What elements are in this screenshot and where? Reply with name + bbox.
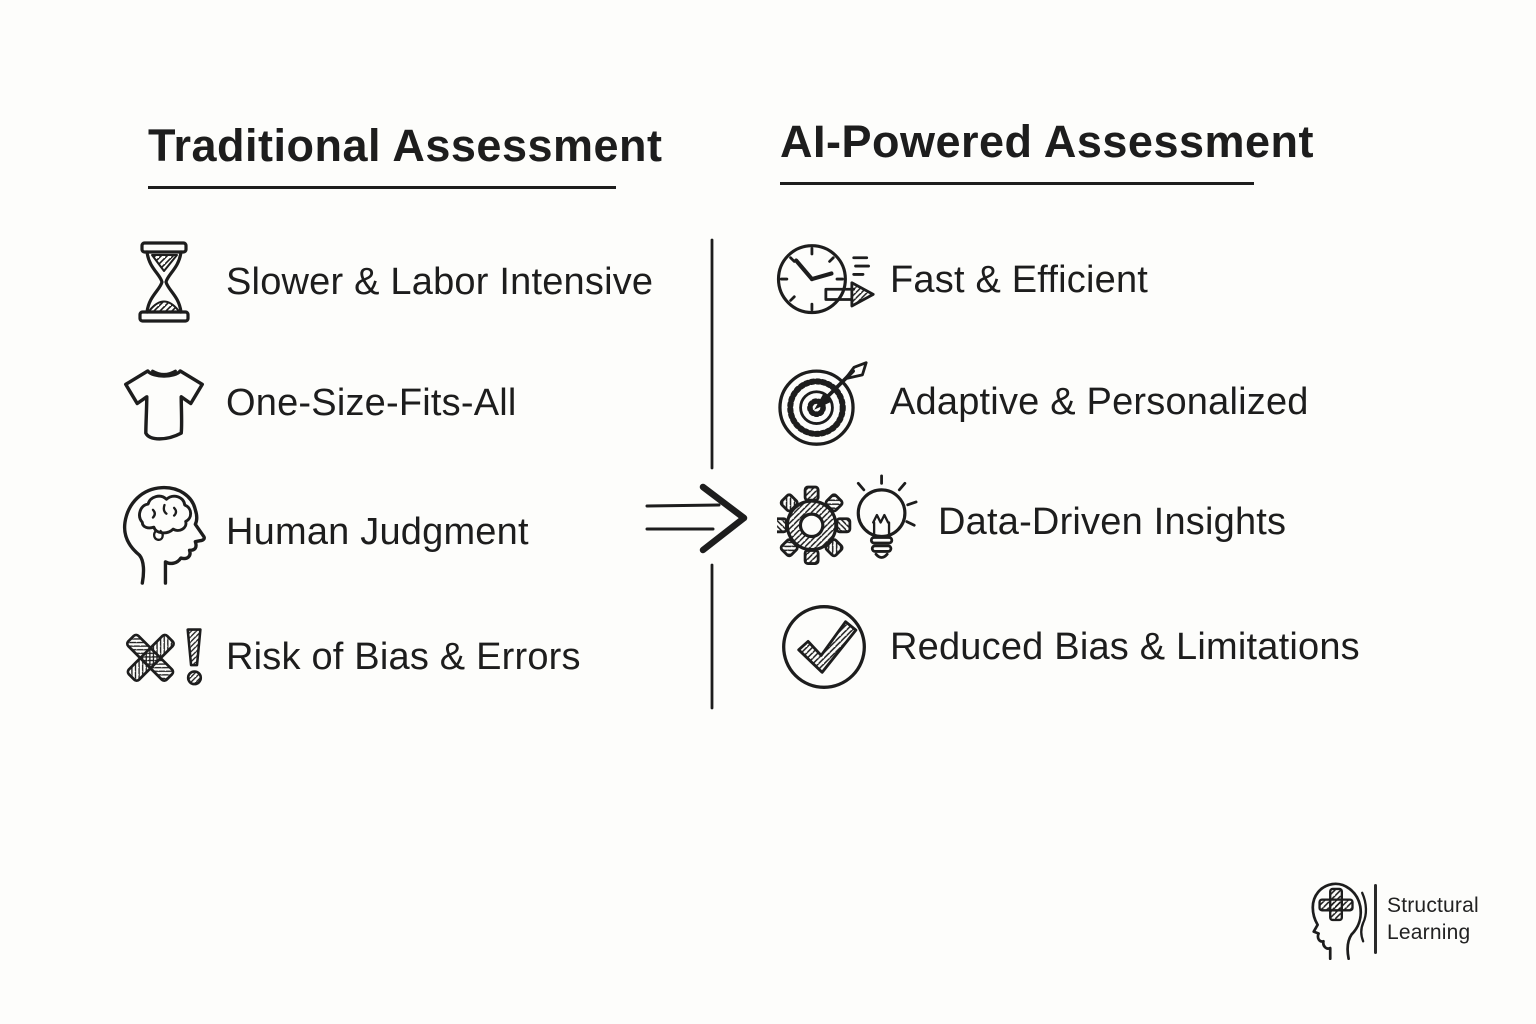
list-item-label: Human Judgment	[226, 510, 529, 553]
logo-line-1: Structural	[1387, 893, 1479, 917]
list-item-label: Risk of Bias & Errors	[226, 636, 581, 678]
list-item-label: One-Size-Fits-All	[226, 381, 517, 424]
head-cross-logo-icon	[1306, 878, 1368, 960]
list-item-label: Adaptive & Personalized	[890, 380, 1309, 423]
list-item-traditional-4: Risk of Bias & Errors	[116, 625, 581, 690]
list-item-ai-1: Fast & Efficient	[772, 238, 1148, 322]
hourglass-icon	[116, 240, 212, 324]
list-item-ai-2: Adaptive & Personalized	[772, 357, 1309, 447]
column-divider-line	[710, 238, 714, 710]
list-item-traditional-1: Slower & Labor Intensive	[116, 240, 653, 324]
left-column-title: Traditional Assessment	[148, 120, 662, 189]
tshirt-icon	[116, 365, 212, 442]
logo-wordmark: Structural Learning	[1387, 892, 1479, 947]
structural-learning-logo: Structural Learning	[1306, 878, 1479, 960]
double-line-right-arrow-icon	[645, 483, 748, 554]
list-item-traditional-2: One-Size-Fits-All	[116, 364, 517, 442]
gear-lightbulb-icon	[772, 473, 924, 571]
clock-speed-icon	[772, 237, 876, 323]
list-item-traditional-3: Human Judgment	[116, 479, 529, 585]
target-dart-icon	[772, 358, 876, 447]
list-item-ai-3: Data-Driven Insights	[772, 473, 1286, 571]
logo-divider-bar	[1374, 884, 1377, 954]
list-item-label: Data-Driven Insights	[938, 500, 1287, 543]
logo-line-2: Learning	[1387, 921, 1471, 944]
right-column-title: AI-Powered Assessment	[780, 116, 1314, 185]
cross-exclamation-icon	[116, 626, 212, 689]
list-item-ai-4: Reduced Bias & Limitations	[772, 602, 1360, 692]
check-circle-icon	[772, 602, 876, 692]
list-item-label: Reduced Bias & Limitations	[890, 625, 1360, 668]
list-item-label: Fast & Efficient	[890, 258, 1149, 301]
list-item-label: Slower & Labor Intensive	[226, 260, 654, 303]
head-brain-icon	[116, 479, 212, 585]
